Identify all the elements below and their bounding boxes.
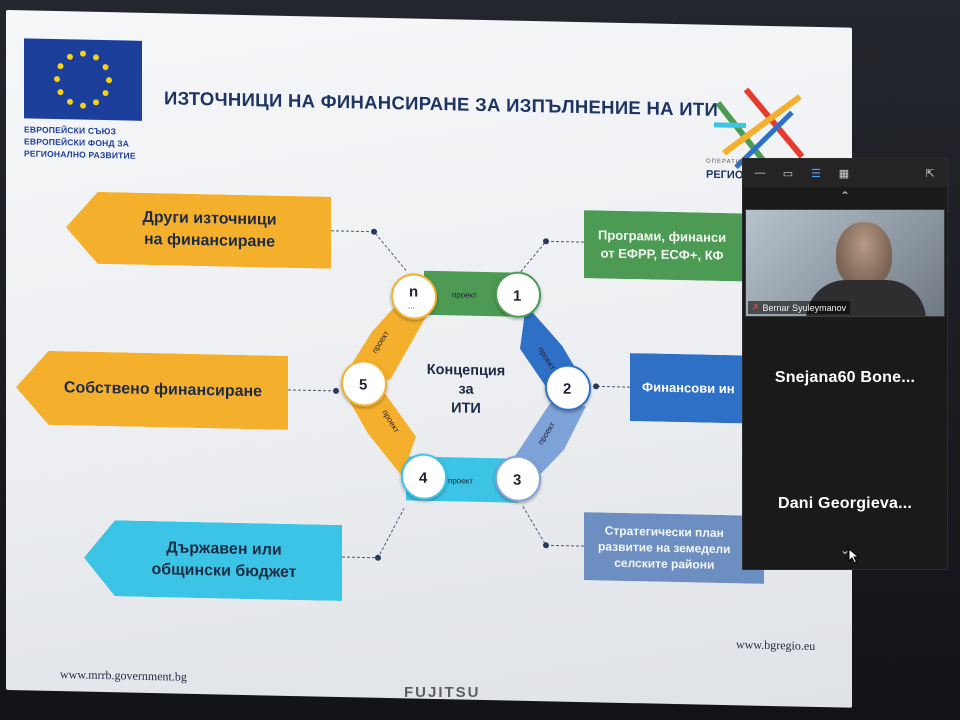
hex-center-text: Концепция за ИТИ	[406, 360, 526, 419]
node-5: 5	[359, 376, 367, 393]
node-2: 2	[563, 381, 571, 398]
box-own-line1: Собствено финансиране	[63, 379, 263, 401]
eu-logo-text-1: ЕВРОПЕЙСКИ СЪЮЗ	[24, 124, 117, 137]
minimize-icon[interactable]: —	[754, 167, 766, 179]
gallery-view-icon[interactable]: ▦	[838, 167, 850, 180]
presentation-slide: ЕВРОПЕЙСКИ СЪЮЗ ЕВРОПЕЙСКИ ФОНД ЗА РЕГИО…	[6, 10, 852, 708]
panel-toolbar: — ▭ ☰ ▦ ⇱	[743, 159, 947, 187]
participant-video-head	[836, 222, 892, 288]
scroll-up-chevron-icon[interactable]: ⌃	[839, 189, 851, 203]
segment-4-5	[346, 383, 416, 477]
eu-logo-text-2: ЕВРОПЕЙСКИ ФОНД ЗА	[24, 136, 130, 149]
url-mrrb: www.mrrb.government.bg	[60, 667, 187, 684]
monitor-brand-logo: FUJITSU	[404, 684, 481, 701]
mouse-cursor-icon	[848, 548, 860, 564]
box-budget-line2: общински бюджет	[151, 561, 297, 582]
node-n: n	[409, 283, 418, 300]
participant-tile-1[interactable]: Snejana60 Bone...	[774, 369, 916, 386]
meeting-participants-panel: — ▭ ☰ ▦ ⇱ ⌃ ✗ Bernar Syuleymanov Snejana…	[742, 158, 948, 570]
video-name-label: ✗ Bernar Syuleymanov	[748, 301, 851, 314]
node-3: 3	[513, 472, 521, 489]
eu-flag-logo	[24, 38, 142, 121]
iti-hexagon-diagram: проект проект проект проект проект проек…	[341, 270, 591, 503]
box-strat-line3: селските райони	[614, 555, 715, 572]
segment-n-1	[424, 270, 518, 317]
segment-label-1: проект	[452, 290, 477, 300]
node-4: 4	[419, 470, 428, 487]
muted-mic-icon: ✗	[752, 302, 760, 312]
node-1: 1	[513, 288, 521, 305]
scroll-down-chevron-icon[interactable]: ⌄	[839, 543, 851, 557]
speaker-view-icon[interactable]: ▭	[782, 167, 794, 180]
box-other-line2: на финансиране	[143, 230, 276, 251]
exit-panel-icon[interactable]: ⇱	[925, 167, 935, 180]
box-other-line1: Други източници	[142, 209, 277, 230]
segment-label-4: проект	[448, 476, 473, 486]
video-tile[interactable]: ✗ Bernar Syuleymanov	[745, 209, 945, 317]
box-own-financing: Собствено финансиране	[16, 350, 288, 430]
hex-center-line1: Концепция	[426, 361, 506, 380]
box-financial-instruments: Финансови ин	[630, 353, 760, 424]
hex-center-line3: ИТИ	[451, 400, 481, 417]
slide-title: ИЗТОЧНИЦИ НА ФИНАНСИРАНЕ ЗА ИЗПЪЛНЕНИЕ Н…	[164, 87, 719, 120]
node-n-dots: ...	[408, 301, 415, 310]
strip-view-icon[interactable]: ☰	[811, 167, 821, 180]
url-bgregio: www.bgregio.eu	[736, 637, 816, 653]
video-name-text: Bernar Syuleymanov	[762, 302, 847, 313]
eu-logo-text-3: РЕГИОНАЛНО РАЗВИТИЕ	[24, 148, 136, 161]
participant-tile-2[interactable]: Dani Georgieva...	[777, 495, 913, 512]
op-logo-name: РЕГИО	[706, 168, 744, 182]
box-budget-line1: Държавен или	[166, 539, 282, 560]
hex-center-line2: за	[458, 381, 474, 398]
box-fin-line1: Финансови ин	[642, 379, 735, 397]
